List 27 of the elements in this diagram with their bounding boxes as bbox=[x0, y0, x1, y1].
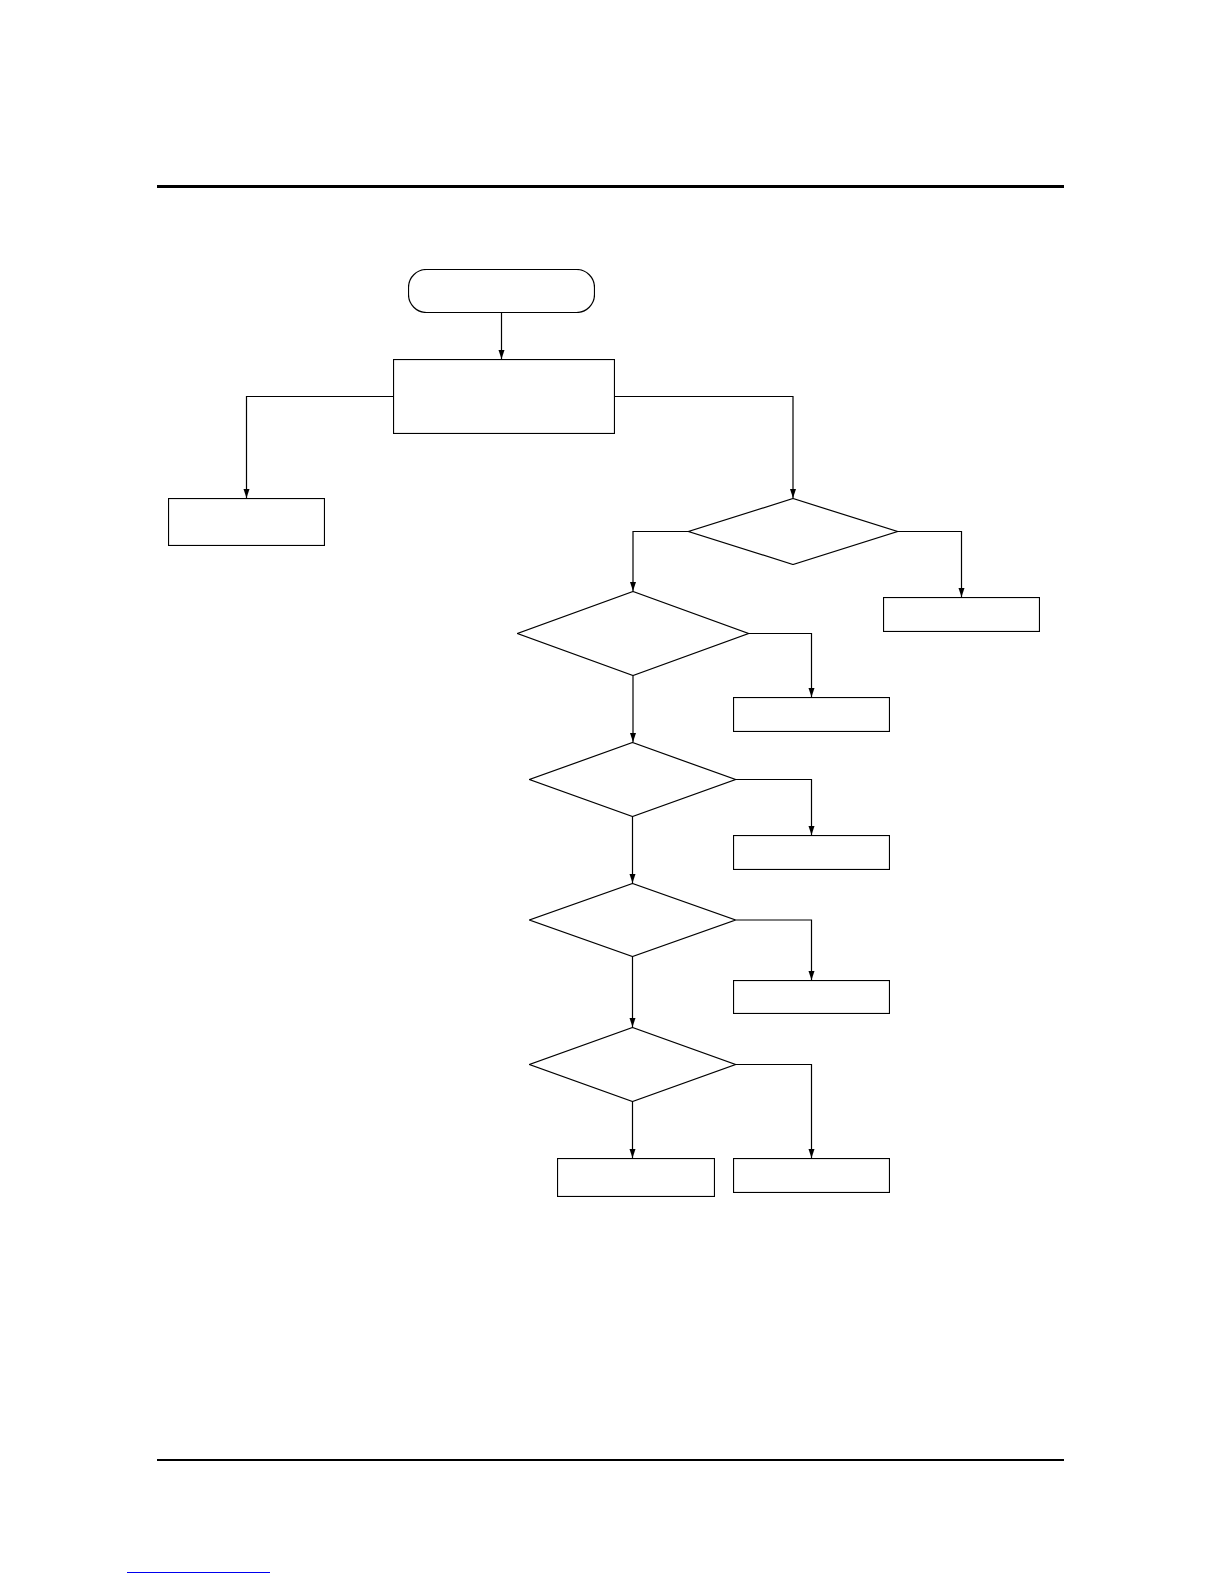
arrow bbox=[897, 530, 965, 598]
process-box bbox=[733, 980, 890, 1014]
process-box bbox=[733, 835, 890, 870]
process-box bbox=[733, 1158, 890, 1193]
process-box bbox=[733, 697, 890, 732]
decision-diamond bbox=[517, 591, 749, 676]
arrow bbox=[629, 1101, 636, 1159]
arrow bbox=[748, 632, 815, 698]
decision-diamond bbox=[529, 1027, 736, 1102]
arrow bbox=[630, 675, 636, 743]
process-box bbox=[393, 359, 615, 434]
process-box bbox=[557, 1158, 715, 1197]
terminal-shape bbox=[408, 269, 595, 313]
arrow bbox=[735, 1063, 815, 1159]
arrow bbox=[735, 778, 815, 836]
arrow bbox=[629, 956, 636, 1028]
arrow bbox=[614, 395, 796, 499]
arrow bbox=[243, 395, 394, 499]
decision-diamond bbox=[529, 742, 736, 817]
decision-diamond bbox=[529, 883, 736, 957]
process-box bbox=[883, 597, 1040, 632]
arrow bbox=[498, 312, 505, 360]
arrow bbox=[735, 919, 815, 981]
decision-diamond bbox=[688, 498, 898, 565]
arrow bbox=[629, 816, 636, 884]
process-box bbox=[168, 498, 325, 546]
arrow bbox=[630, 530, 689, 592]
